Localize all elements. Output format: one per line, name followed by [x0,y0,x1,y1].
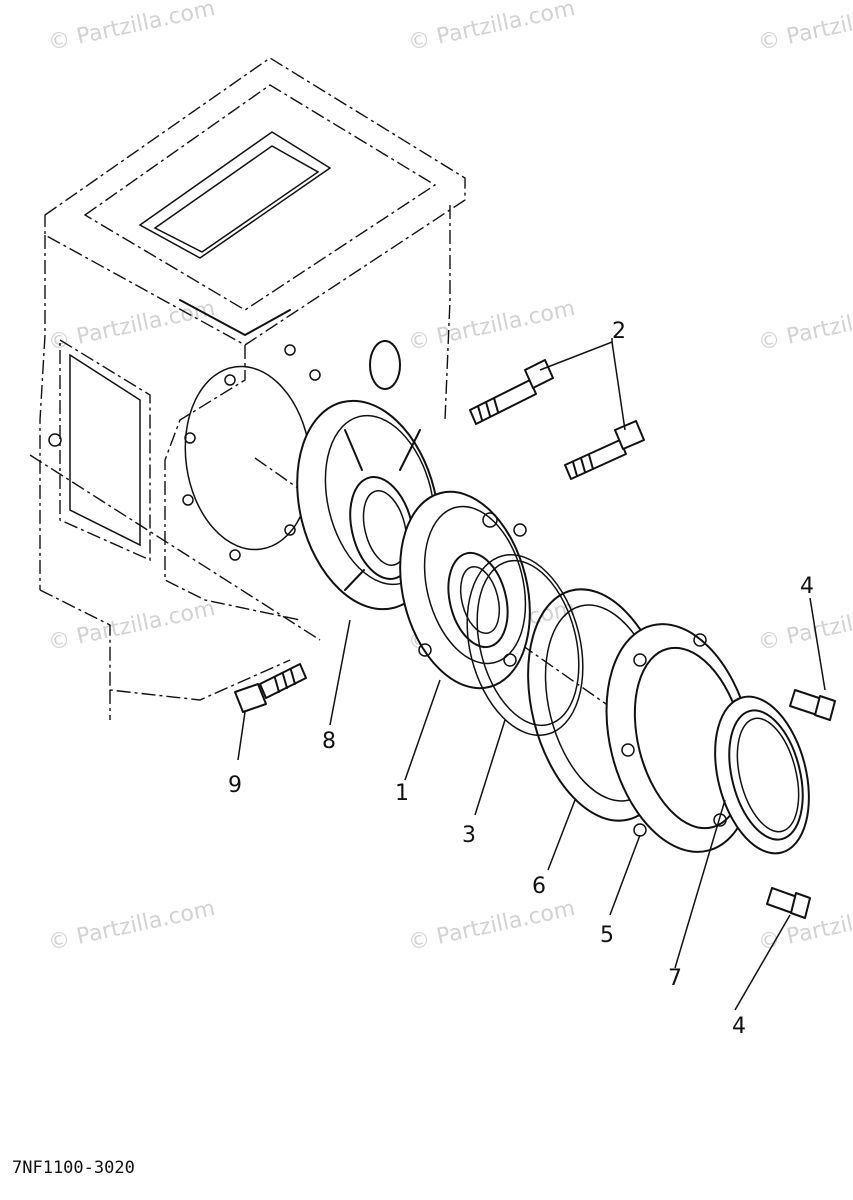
watermark: © Partzilla.com [46,0,217,56]
watermark: © Partzilla.com [46,596,217,656]
part-3-gasket [466,553,584,737]
callout-5: 5 [600,923,614,948]
callout-2: 2 [612,319,626,344]
part-4-bolt-upper [789,689,836,721]
watermark: © Partzilla.com [406,896,577,956]
watermark: © Partzilla.com [756,0,853,56]
watermark: © Partzilla.com [406,296,577,356]
callout-4-upper: 4 [800,574,814,599]
part-7-oil-seal [714,695,810,855]
watermark: © Partzilla.com [406,0,577,56]
watermark: © Partzilla.com [756,296,853,356]
watermark: © Partzilla.com [46,896,217,956]
callout-9: 9 [228,773,242,798]
callout-4-lower: 4 [732,1014,746,1039]
callout-6: 6 [532,874,546,899]
callout-1: 1 [395,781,409,806]
part-2-bolt-lower [564,420,645,480]
callout-3: 3 [462,823,476,848]
diagram-code: 7NF1100-3020 [12,1158,135,1178]
callouts: 2 4 8 9 1 3 6 5 7 4 [228,319,814,1039]
callout-8: 8 [322,729,336,754]
part-4-bolt-lower [766,887,811,919]
callout-7: 7 [668,966,682,991]
part-1-bearing-housing [399,490,531,690]
leader-lines [237,338,826,1011]
part-9-bolt [234,663,307,713]
watermark: © Partzilla.com [756,596,853,656]
